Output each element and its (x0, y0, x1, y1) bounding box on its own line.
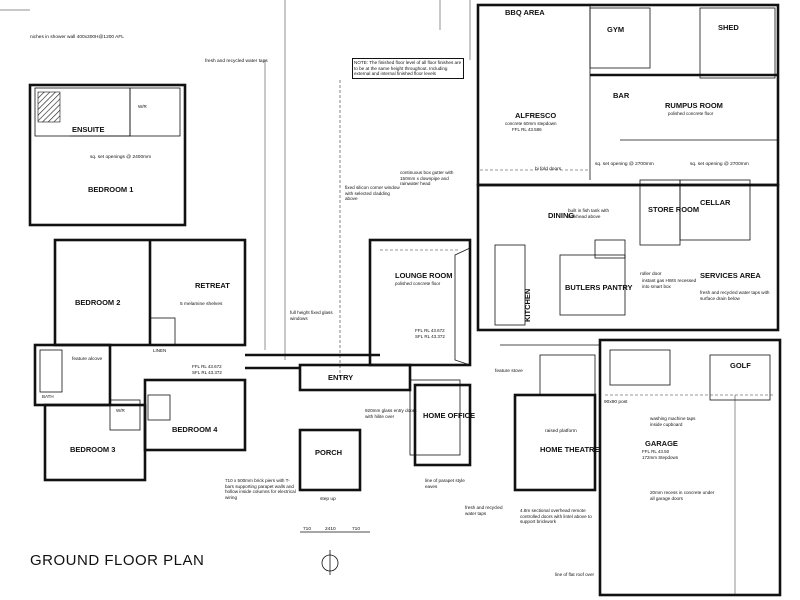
room-theatre: HOME THEATRE (540, 445, 599, 454)
note-silicon-window: fixed silicon corner window with selecte… (345, 185, 400, 202)
note-sectional-door: 4.8m sectional overhead remote controlle… (520, 508, 592, 525)
note-glass-doors: 920mm glass entry doors with hilite over (365, 408, 417, 419)
note-sq-set-2400: sq. set openings @ 2400mm (90, 154, 151, 160)
note-washing: washing machine taps inside cupboard (650, 416, 696, 427)
room-gym: GYM (607, 25, 624, 34)
note-sq-set-2700b: sq. set opening @ 2700mm (690, 161, 749, 167)
bedroom-sfl: SFL RL 43.372 (192, 370, 222, 375)
note-fresh-water-tl: fresh and recycled water taps (205, 58, 268, 64)
note-parapet: line of parapet style eaves (425, 478, 465, 489)
room-bar: BAR (613, 91, 630, 100)
room-bedroom1: BEDROOM 1 (88, 185, 133, 194)
room-retreat: RETREAT (195, 281, 230, 290)
room-store: STORE ROOM (648, 205, 699, 214)
room-wir-1: W/R (138, 104, 147, 109)
room-services: SERVICES AREA (700, 271, 761, 280)
room-ensuite: ENSUITE (72, 125, 105, 134)
room-kitchen: KITCHEN (523, 289, 532, 322)
note-full-height: full height fixed glass windows (290, 310, 333, 321)
note-niches: niches in shower wall 400x300H@1200 AFL (30, 34, 124, 40)
note-roller-door: roller door (640, 271, 662, 277)
room-entry: ENTRY (328, 373, 353, 382)
room-wir-2: W/R (116, 408, 125, 413)
room-garage: GARAGE (645, 439, 678, 448)
kitchen-block (476, 179, 780, 332)
note-services-taps: fresh and recycled water taps with surfa… (700, 290, 770, 301)
bedroom-wing (28, 83, 380, 482)
alfresco-ffl: FFL RL 43.586 (512, 127, 542, 132)
note-sq-set-2700a: sq. set opening @ 2700mm (595, 161, 654, 167)
dim-710b: 710 (352, 526, 360, 532)
garage-ffl: FFL RL 43.50 (642, 449, 670, 454)
lounge-block (368, 238, 472, 367)
reference-lines (0, 0, 471, 380)
dim-2410: 2410 (325, 526, 336, 532)
note-fresh-water-garage: fresh and recycled water taps (465, 505, 503, 516)
lounge-sub: polished concrete floor (395, 281, 441, 286)
note-hws: instant gas HWS recessed into smart box (642, 278, 697, 289)
note-garage-recess: 20mm recess in concrete under all garage… (650, 490, 715, 501)
note-feature-stove: feature stove (495, 368, 523, 374)
bedroom-ffl: FFL RL 43.672 (192, 364, 222, 369)
room-golf: GOLF (730, 361, 751, 370)
north-arrow (321, 550, 339, 575)
note-step-up: step up (320, 496, 336, 502)
room-rumpus: RUMPUS ROOM (665, 101, 723, 110)
note-feature-alcove: feature alcove (72, 356, 102, 362)
note-raised-platform: raised platform (545, 428, 577, 434)
note-finished-floor: NOTE: The finished floor level of all fl… (352, 58, 464, 80)
room-butlers: BUTLERS PANTRY (565, 283, 633, 292)
room-bedroom3: BEDROOM 3 (70, 445, 115, 454)
lounge-ffl: FFL RL 43.672 (415, 328, 445, 333)
note-melamine: 5 melamine shelves (180, 301, 223, 307)
note-brick-piers: 710 x 500mm brick piers with T-bars supp… (225, 478, 296, 501)
lounge-sfl: SFL RL 43.372 (415, 334, 445, 339)
room-cellar: CELLAR (700, 198, 731, 207)
alfresco-sub: concrete 60mm stepdown (505, 121, 557, 126)
dimension-line: 710 2410 710 (300, 526, 370, 533)
plan-title: GROUND FLOOR PLAN (30, 552, 204, 569)
room-lounge: LOUNGE ROOM (395, 271, 453, 280)
room-bedroom2: BEDROOM 2 (75, 298, 120, 307)
note-fish-tank: built in fish tank with bulkhead above (568, 208, 610, 219)
room-linen: LINEN (153, 348, 166, 353)
note-bifold: bi fold doors (535, 166, 562, 172)
garage-block (598, 338, 782, 597)
note-post: 90x90 post (604, 399, 628, 405)
dim-710: 710 (303, 526, 311, 532)
room-office: HOME OFFICE (423, 411, 475, 420)
room-porch: PORCH (315, 448, 342, 457)
room-bedroom4: BEDROOM 4 (172, 425, 218, 434)
room-bbq: BBQ AREA (505, 8, 545, 17)
room-dining: DINING (548, 211, 574, 220)
room-alfresco: ALFRESCO (515, 111, 556, 120)
rumpus-sub: polished concrete floor (668, 111, 714, 116)
room-bath: BATH (42, 394, 54, 399)
garage-sub: 172mm Stepdown (642, 455, 679, 460)
note-flat-roof: line of flat roof over (555, 572, 595, 577)
entry-block (298, 344, 600, 492)
room-shed: SHED (718, 23, 739, 32)
note-box-gutter: continuous box gutter with 150mm x downp… (400, 170, 454, 187)
